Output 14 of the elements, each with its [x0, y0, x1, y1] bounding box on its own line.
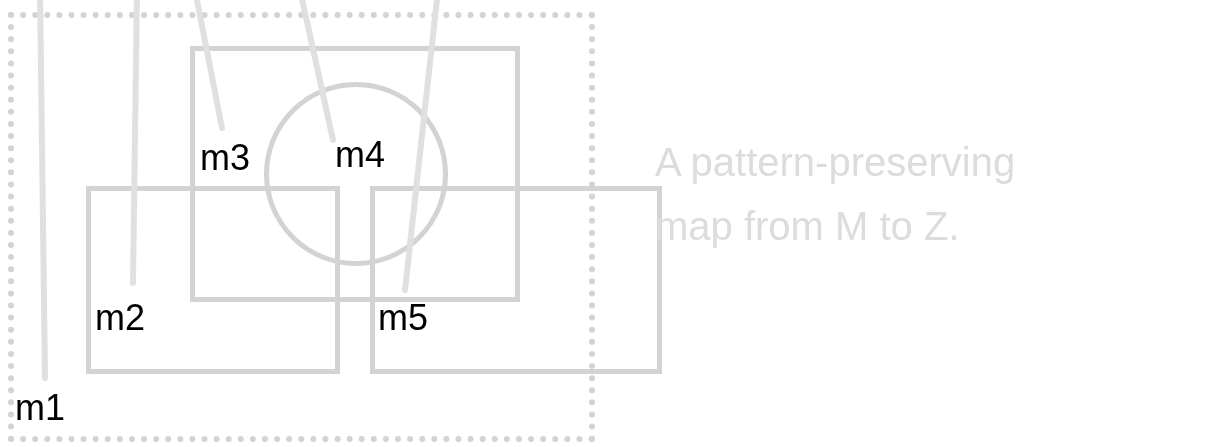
region-label: m2	[95, 300, 145, 336]
region-circle	[264, 82, 448, 266]
dotted-region	[8, 12, 595, 442]
leader-line	[130, 0, 140, 286]
leader-line	[192, 0, 225, 131]
region-rect	[86, 186, 340, 374]
region-label: m1	[15, 390, 65, 426]
region-label: m4	[335, 137, 385, 173]
leader-line	[37, 0, 48, 381]
region-label: m3	[200, 140, 250, 176]
region-label: m5	[378, 300, 428, 336]
region-rect	[190, 46, 520, 302]
leader-line	[402, 0, 441, 293]
leader-line	[297, 0, 336, 143]
